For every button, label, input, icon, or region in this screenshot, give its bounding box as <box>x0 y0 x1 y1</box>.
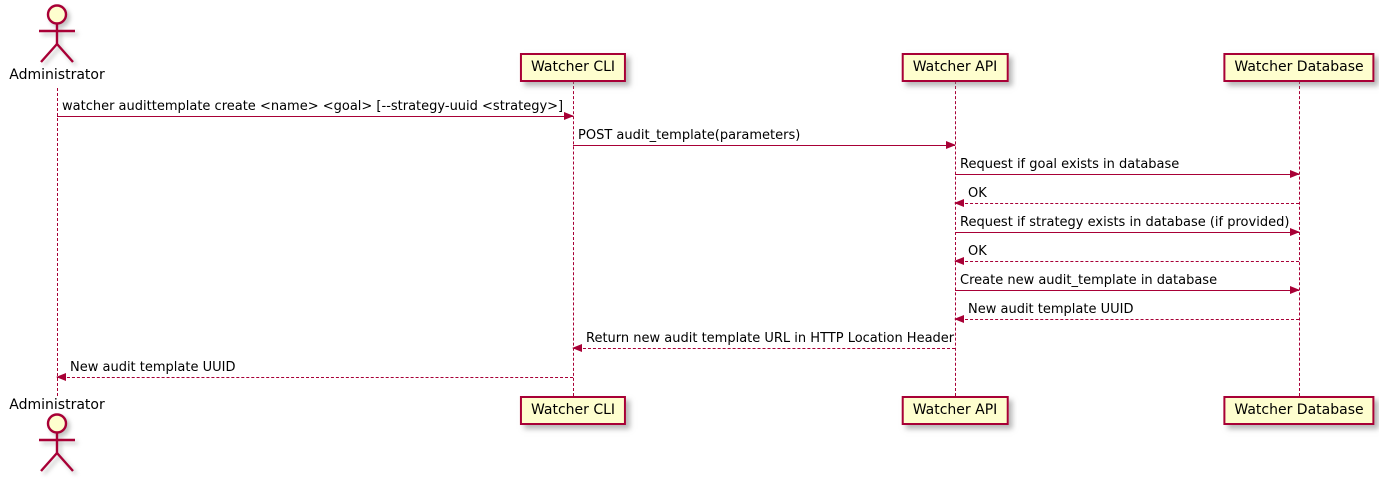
participant-watcher-database-bottom: Watcher Database <box>1223 396 1375 425</box>
message-6: OK <box>954 242 1299 265</box>
actor-administrator-icon <box>33 413 81 475</box>
arrowhead-icon <box>1290 170 1300 178</box>
participant-watcher-api-bottom: Watcher API <box>901 396 1009 425</box>
participant-watcher-cli-bottom: Watcher CLI <box>519 396 627 425</box>
message-line <box>572 344 955 352</box>
message-label: Create new audit_template in database <box>960 273 1218 288</box>
message-2: POST audit_template(parameters) <box>573 126 956 149</box>
message-label: Request if goal exists in database <box>960 157 1180 172</box>
message-label: POST audit_template(parameters) <box>578 128 801 143</box>
lifeline-watcher-database <box>1299 81 1300 396</box>
actor-label-top: Administrator <box>9 67 105 83</box>
message-line <box>573 141 956 149</box>
message-label: OK <box>968 186 987 201</box>
message-7: Create new audit_template in database <box>955 271 1300 294</box>
arrowhead-icon <box>564 112 574 120</box>
arrowhead-icon <box>954 315 964 323</box>
lifeline-administrator <box>57 88 58 396</box>
message-8: New audit template UUID <box>954 300 1299 323</box>
participant-watcher-cli-top: Watcher CLI <box>519 53 627 82</box>
arrowhead-icon <box>1290 228 1300 236</box>
message-label: New audit template UUID <box>968 302 1134 317</box>
participant-watcher-api-top: Watcher API <box>901 53 1009 82</box>
message-label: Return new audit template URL in HTTP Lo… <box>586 331 955 346</box>
message-line <box>57 112 574 120</box>
message-4: OK <box>954 184 1299 207</box>
message-9: Return new audit template URL in HTTP Lo… <box>572 329 955 352</box>
message-label: watcher audittemplate create <name> <goa… <box>62 99 564 114</box>
arrowhead-icon <box>954 199 964 207</box>
message-label: Request if strategy exists in database (… <box>960 215 1290 230</box>
message-line <box>56 373 573 381</box>
message-5: Request if strategy exists in database (… <box>955 213 1300 236</box>
message-3: Request if goal exists in database <box>955 155 1300 178</box>
message-label: New audit template UUID <box>70 360 236 375</box>
message-line <box>955 228 1300 236</box>
participant-watcher-database-top: Watcher Database <box>1223 53 1375 82</box>
arrowhead-icon <box>954 257 964 265</box>
lifeline-watcher-cli <box>573 81 574 396</box>
message-line <box>955 170 1300 178</box>
message-1: watcher audittemplate create <name> <goa… <box>57 97 574 120</box>
message-line <box>954 315 1299 323</box>
message-line <box>954 199 1299 207</box>
message-line <box>955 286 1300 294</box>
arrowhead-icon <box>1290 286 1300 294</box>
actor-administrator-icon <box>33 4 81 66</box>
arrowhead-icon <box>572 344 582 352</box>
message-label: OK <box>968 244 987 259</box>
arrowhead-icon <box>946 141 956 149</box>
message-10: New audit template UUID <box>56 358 573 381</box>
actor-label-bottom: Administrator <box>9 397 105 413</box>
message-line <box>954 257 1299 265</box>
lifeline-watcher-api <box>955 81 956 396</box>
arrowhead-icon <box>56 373 66 381</box>
